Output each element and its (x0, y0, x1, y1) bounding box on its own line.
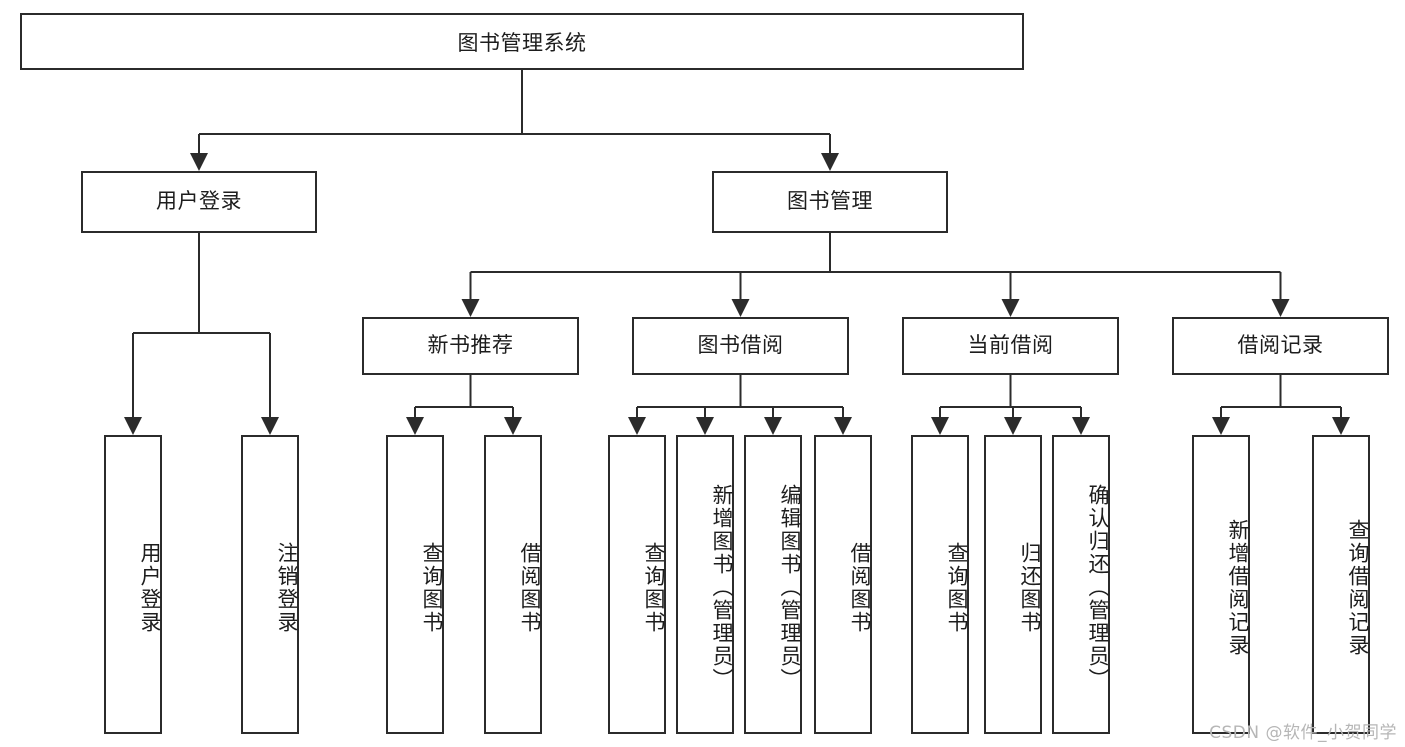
node-label: 查询图书 (642, 541, 666, 634)
arrow-head-icon (461, 299, 480, 317)
node-leaf-11[interactable]: 新增借阅记录 (1192, 435, 1250, 734)
node-leaf-6[interactable]: 编辑图书（管理员） (744, 435, 802, 734)
node-leaf-5[interactable]: 新增图书（管理员） (676, 435, 734, 734)
node-label: 新书推荐 (427, 333, 514, 358)
node-label: 借阅图书 (518, 541, 542, 634)
node-label: 查询图书 (945, 541, 969, 634)
arrow-head-icon (931, 417, 949, 435)
arrow-head-icon (190, 153, 208, 171)
arrow-head-icon (1004, 417, 1022, 435)
node-label: 图书管理系统 (457, 30, 587, 55)
node-label: 注销登录 (275, 541, 299, 634)
arrow-head-icon (696, 417, 714, 435)
node-leaf-3[interactable]: 借阅图书 (484, 435, 542, 734)
arrow-head-icon (764, 417, 782, 435)
node-label: 归还图书 (1018, 541, 1042, 634)
node-label: 确认归还（管理员） (1086, 484, 1110, 691)
arrow-head-icon (821, 153, 839, 171)
arrow-head-icon (1212, 417, 1230, 435)
arrow-head-icon (834, 417, 852, 435)
arrow-head-icon (1072, 417, 1090, 435)
node-label: 用户登录 (156, 189, 242, 214)
node-label: 查询图书 (420, 541, 444, 634)
node-leaf-7[interactable]: 借阅图书 (814, 435, 872, 734)
node-level3-3[interactable]: 借阅记录 (1172, 317, 1389, 375)
arrow-head-icon (1001, 299, 1020, 317)
node-root-system[interactable]: 图书管理系统 (20, 13, 1024, 70)
node-leaf-12[interactable]: 查询借阅记录 (1312, 435, 1370, 734)
node-level3-0[interactable]: 新书推荐 (362, 317, 579, 375)
node-leaf-0[interactable]: 用户登录 (104, 435, 162, 734)
node-label: 编辑图书（管理员） (778, 484, 802, 691)
arrow-head-icon (628, 417, 646, 435)
node-label: 查询借阅记录 (1346, 518, 1370, 657)
arrow-head-icon (1332, 417, 1350, 435)
arrow-head-icon (124, 417, 142, 435)
node-leaf-10[interactable]: 确认归还（管理员） (1052, 435, 1110, 734)
arrow-head-icon (504, 417, 522, 435)
node-label: 新增借阅记录 (1226, 518, 1250, 657)
node-label: 用户登录 (138, 541, 162, 634)
arrow-head-icon (1271, 299, 1290, 317)
node-leaf-9[interactable]: 归还图书 (984, 435, 1042, 734)
node-leaf-1[interactable]: 注销登录 (241, 435, 299, 734)
node-level3-1[interactable]: 图书借阅 (632, 317, 849, 375)
node-label: 借阅记录 (1237, 333, 1324, 358)
arrow-head-icon (731, 299, 750, 317)
node-label: 当前借阅 (967, 333, 1054, 358)
node-leaf-2[interactable]: 查询图书 (386, 435, 444, 734)
node-level2-1[interactable]: 图书管理 (712, 171, 948, 233)
arrow-head-icon (261, 417, 279, 435)
node-level2-0[interactable]: 用户登录 (81, 171, 317, 233)
node-level3-2[interactable]: 当前借阅 (902, 317, 1119, 375)
node-leaf-4[interactable]: 查询图书 (608, 435, 666, 734)
node-label: 借阅图书 (848, 541, 872, 634)
arrow-head-icon (406, 417, 424, 435)
node-label: 新增图书（管理员） (710, 484, 734, 691)
watermark-text: CSDN @软件_小贺同学 (1209, 723, 1397, 743)
node-leaf-8[interactable]: 查询图书 (911, 435, 969, 734)
node-label: 图书管理 (787, 189, 873, 214)
node-label: 图书借阅 (697, 333, 784, 358)
